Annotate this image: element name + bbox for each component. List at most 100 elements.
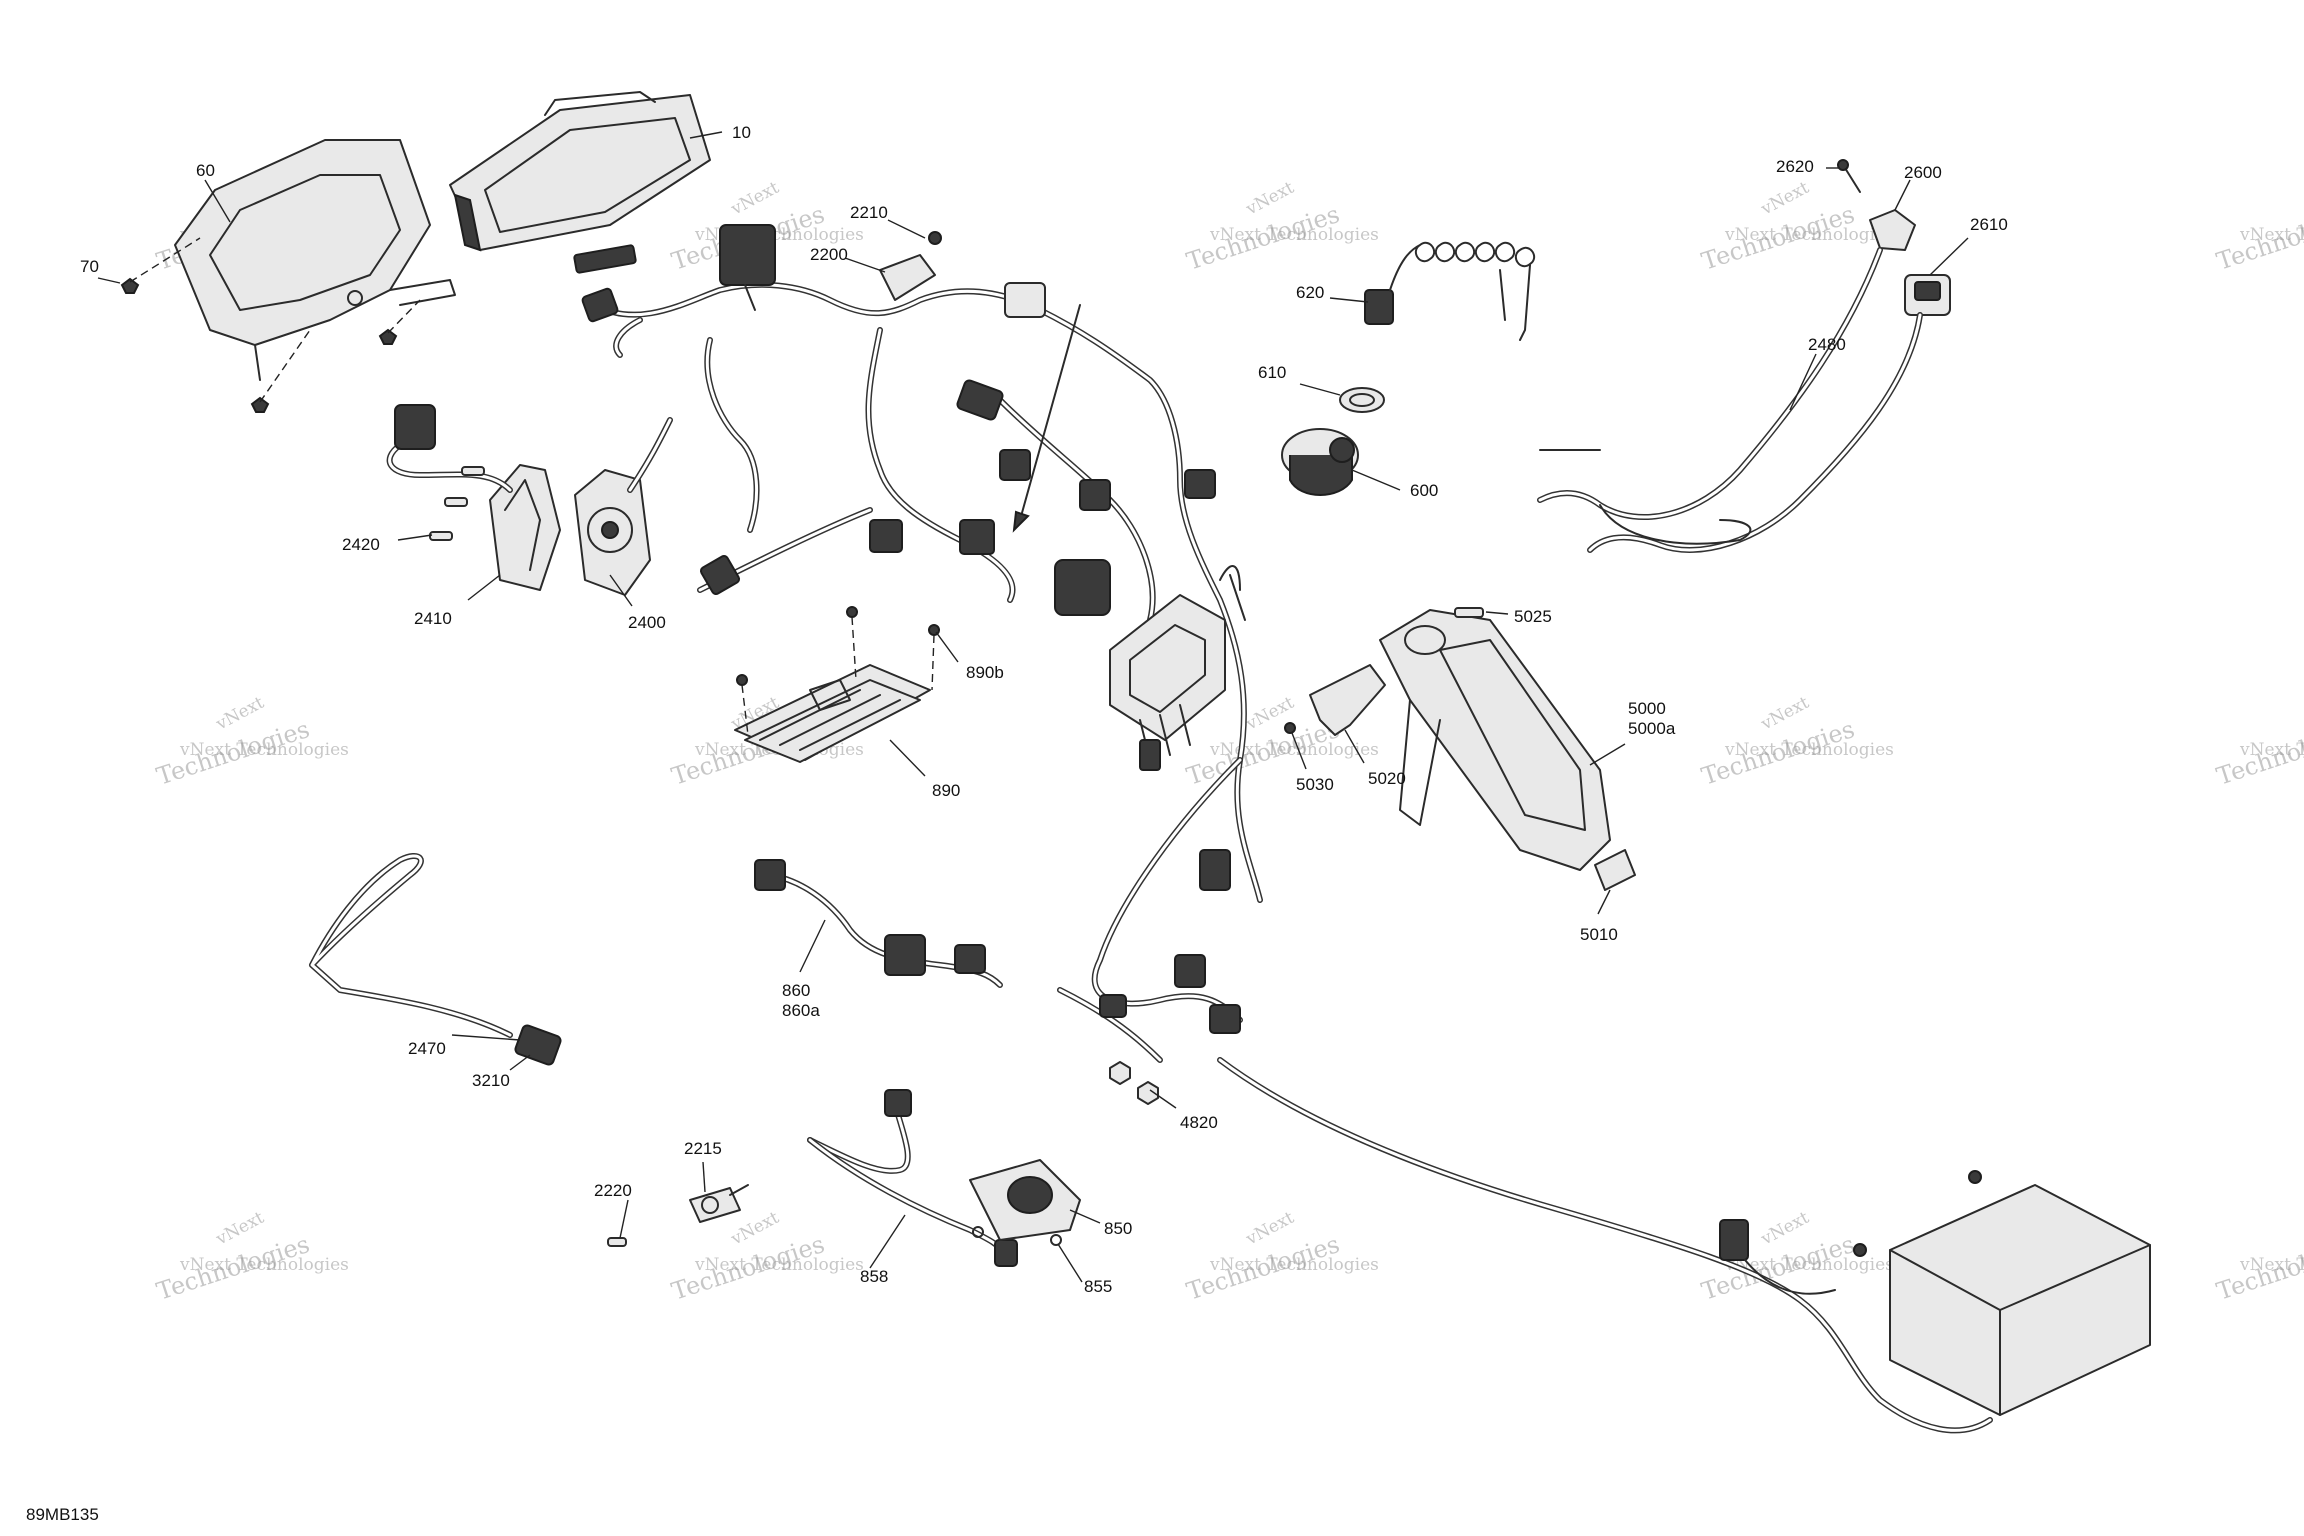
part-2610 — [1904, 274, 1951, 316]
callout-858: 858 — [860, 1267, 888, 1286]
watermark: vNext vNext Technologies Technologies — [668, 1208, 864, 1306]
part-2220-screw — [607, 1237, 627, 1247]
callout-610: 610 — [1258, 363, 1286, 382]
connector — [1099, 994, 1127, 1018]
watermark-line2: Technologies — [2213, 200, 2304, 276]
watermark: vNext Technologies Technologies — [2213, 1230, 2304, 1306]
callout-2620: 2620 — [1776, 157, 1814, 176]
part-600-knob — [1281, 428, 1359, 496]
part-2470-harness — [309, 853, 513, 1038]
watermark: vNext Technologies Technologies — [2213, 715, 2304, 791]
callout-5000a: 5000a — [1628, 719, 1676, 738]
leader-lines — [97, 131, 1969, 1283]
relay-arrow — [1019, 304, 1081, 521]
watermark-line1: vNext Technologies — [1209, 740, 1379, 760]
callout-600: 600 — [1410, 481, 1438, 500]
callout-890: 890 — [932, 781, 960, 800]
connector — [699, 554, 741, 596]
instrument-cluster — [449, 91, 711, 274]
part-2480-harness — [1537, 247, 1923, 553]
part-2215 — [689, 1184, 749, 1223]
part-5025-bolt — [1454, 607, 1484, 618]
connector — [1209, 1004, 1241, 1034]
callout-10: 10 — [732, 123, 751, 142]
battery — [1719, 1170, 2151, 1416]
watermark-line1: vNext Technologies — [2239, 1255, 2304, 1275]
part-4820-nuts — [1109, 1061, 1159, 1105]
part-5010-clip — [1594, 849, 1636, 891]
watermark-line1: vNext Technologies — [2239, 225, 2304, 245]
callout-2200: 2200 — [810, 245, 848, 264]
cluster-bracket — [174, 139, 456, 381]
callout-2220: 2220 — [594, 1181, 632, 1200]
watermark-line1: vNext Technologies — [179, 740, 349, 760]
part-850-switch — [969, 1159, 1081, 1241]
callout-2210: 2210 — [850, 203, 888, 222]
watermark-tag: vNext — [727, 1208, 782, 1250]
part-2210 — [879, 231, 942, 301]
callout-2600: 2600 — [1904, 163, 1942, 182]
watermark-line1: vNext Technologies — [1724, 225, 1894, 245]
callout-5010: 5010 — [1580, 925, 1618, 944]
part-855-nuts — [972, 1226, 1062, 1246]
watermark-tag: vNext — [1242, 178, 1297, 220]
watermark-tag: vNext — [1757, 1208, 1812, 1250]
watermark-line1: vNext Technologies — [1724, 740, 1894, 760]
watermark-line1: vNext Technologies — [2239, 740, 2304, 760]
part-610-ring — [1339, 387, 1385, 413]
connector — [1054, 559, 1111, 616]
watermark: vNext vNext Technologies Technologies — [1698, 693, 1894, 791]
watermark-tag: vNext — [1242, 1208, 1297, 1250]
part-620-coil-cord — [1364, 241, 1536, 341]
watermark: vNext vNext Technologies Technologies — [153, 693, 349, 791]
watermark-tag: vNext — [1757, 178, 1812, 220]
callout-890b: 890b — [966, 663, 1004, 682]
connector — [1174, 954, 1206, 988]
diagram-reference: 89MB135 — [26, 1505, 99, 1524]
callout-4820: 4820 — [1180, 1113, 1218, 1132]
callout-3210: 3210 — [472, 1071, 510, 1090]
callout-5000: 5000 — [1628, 699, 1666, 718]
connector — [581, 287, 619, 323]
connector — [869, 519, 903, 553]
part-2600 — [1869, 209, 1916, 251]
watermark-group: vNext vNext Technologies Technologies vN… — [153, 178, 2304, 1306]
callout-5020: 5020 — [1368, 769, 1406, 788]
callout-2400: 2400 — [628, 613, 666, 632]
part-890-bracket — [734, 664, 931, 763]
relay-arrow-head — [1012, 510, 1030, 533]
connector — [959, 519, 995, 555]
callout-70: 70 — [80, 257, 99, 276]
connector — [1004, 282, 1046, 318]
watermark: vNext vNext Technologies Technologies — [153, 1208, 349, 1306]
watermark-tag: vNext — [1757, 693, 1812, 735]
callout-2410: 2410 — [414, 609, 452, 628]
screws-70 — [120, 237, 421, 413]
watermark: vNext vNext Technologies Technologies — [1698, 178, 1894, 276]
part-2410-housing — [489, 464, 561, 591]
screws-2420 — [429, 466, 485, 541]
part-5000-ecu — [1379, 609, 1611, 871]
connector — [1079, 479, 1111, 511]
callout-60: 60 — [196, 161, 215, 180]
part-5020-bracket — [1309, 664, 1386, 736]
callout-850: 850 — [1104, 1219, 1132, 1238]
connector — [956, 379, 1004, 421]
part-2410-harness — [386, 404, 673, 493]
watermark-line2: Technologies — [2213, 715, 2304, 791]
callout-855: 855 — [1084, 1277, 1112, 1296]
fuse-box — [1109, 565, 1246, 771]
watermark-line1: vNext Technologies — [1209, 1255, 1379, 1275]
watermark-line2: Technologies — [2213, 1230, 2304, 1306]
watermark-tag: vNext — [212, 1208, 267, 1250]
part-3210-connector — [514, 1024, 562, 1066]
part-5030-nut — [1284, 722, 1296, 734]
connector — [1184, 469, 1216, 499]
part-2620-bolt — [1837, 159, 1861, 193]
part-2400-switch — [574, 469, 651, 596]
watermark-tag: vNext — [727, 178, 782, 220]
callout-860: 860 — [782, 981, 810, 1000]
callout-860a: 860a — [782, 1001, 820, 1020]
part-2200 — [719, 224, 776, 311]
